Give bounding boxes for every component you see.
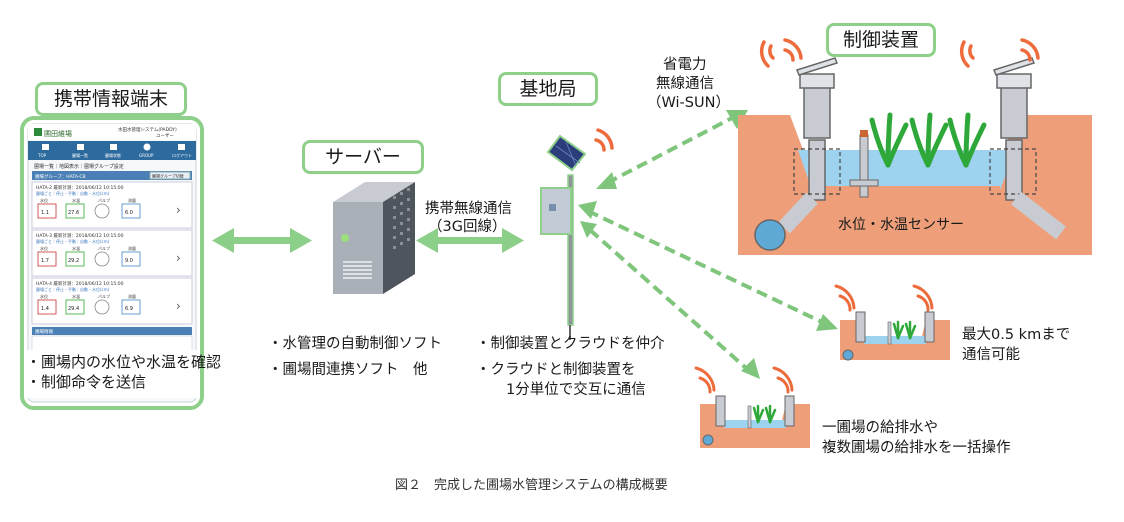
phone-header-sub: ユーザー (156, 133, 174, 139)
svg-text:1.7: 1.7 (41, 258, 49, 264)
svg-text:29.4: 29.4 (68, 306, 79, 312)
logout-icon (178, 144, 185, 150)
svg-text:9.0: 9.0 (125, 258, 133, 264)
station-note-1: ・制御装置とクラウドを仲介 (476, 336, 665, 352)
svg-text:バルブ: バルブ (98, 245, 110, 251)
svg-text:29.2: 29.2 (68, 258, 79, 264)
range-note-2: 通信可能 (962, 347, 1020, 363)
signal-icon (759, 38, 803, 68)
list-icon (77, 144, 84, 150)
status-icon (110, 144, 117, 150)
svg-text:1.4: 1.4 (41, 306, 49, 312)
paddy-controller-scene (738, 38, 1092, 255)
station-note-3: 1分単位で交互に通信 (506, 382, 646, 398)
svg-text:流量: 流量 (128, 293, 136, 299)
phone-breadcrumb: 圃場一覧｜地図表示｜圃場グループ設定 (34, 163, 124, 170)
wisun-label-line2: 無線通信 (656, 76, 714, 92)
phone-server-arrow (212, 228, 312, 253)
phone-card-1: HATA-2 最新計測：2018/06/12 10:15:00 圃場ごと｜停止・… (31, 181, 193, 229)
mobile-note-2: ・制御命令を送信 (26, 373, 147, 391)
range-note-1: 最大0.5 kmまで (962, 327, 1071, 343)
nav-item-group: GROUP (139, 153, 154, 158)
rice-plant (752, 404, 777, 424)
svg-text:6.0: 6.0 (125, 210, 133, 216)
phone-group-label: 圃場グループ：HATA-CB (35, 173, 86, 180)
server-base-arrow (416, 228, 524, 253)
smartphone: 圃田維場 水田水管理システム(PADDY) ユーザー TOP 圃場一覧 圃場状態… (20, 116, 204, 410)
server-label: サーバー (302, 140, 424, 174)
svg-text:水位: 水位 (40, 197, 48, 203)
wisun-links (587, 116, 825, 370)
phone-logo: 圃田維場 (44, 129, 72, 138)
nav-item-list: 圃場一覧 (72, 152, 88, 158)
sensor-label: 水位・水温センサー (838, 217, 964, 233)
base-station-label: 基地局 (498, 72, 598, 106)
3g-label-line1: 携帯無線通信 (425, 201, 512, 217)
svg-text:1.1: 1.1 (41, 210, 49, 216)
svg-text:圃場ごと｜停止・手動｜自動・水位(cm): 圃場ごと｜停止・手動｜自動・水位(cm) (36, 190, 110, 196)
signal-icon (694, 366, 794, 394)
svg-text:圃場ごと｜停止・手動｜自動・水位(cm): 圃場ごと｜停止・手動｜自動・水位(cm) (36, 238, 110, 244)
base-station-icon (540, 128, 614, 340)
svg-text:HATA-3 最新計測：2018/06/12 10:15:0: HATA-3 最新計測：2018/06/12 10:15:00 (36, 232, 124, 239)
mobile-terminal-label: 携帯情報端末 (35, 82, 187, 116)
svg-text:水温: 水温 (72, 245, 80, 251)
wisun-label-line1: 省電力 (663, 57, 707, 73)
phone-group-button: 圃場グループ切替 (152, 173, 184, 179)
home-icon (42, 144, 49, 150)
signal-icon (959, 38, 1040, 68)
nav-item-status: 圃場状態 (105, 152, 121, 158)
signal-icon (834, 284, 934, 312)
batch-note-1: 一圃場の給排水や (822, 420, 938, 436)
paddy-small-batch (694, 366, 810, 448)
svg-text:HATA-2 最新計測：2018/06/12 10:15:0: HATA-2 最新計測：2018/06/12 10:15:00 (36, 184, 124, 191)
phone-footer-label: 圃場情報 (35, 328, 53, 335)
svg-text:バルブ: バルブ (98, 197, 110, 203)
phone-header-title: 水田水管理システム(PADDY) (118, 126, 177, 133)
station-note-2: ・クラウドと制御装置を (476, 362, 636, 378)
svg-text:6.9: 6.9 (125, 306, 133, 312)
controller-label: 制御装置 (826, 23, 936, 57)
svg-text:流量: 流量 (128, 245, 136, 251)
svg-text:圃場ごと｜停止・手動｜自動・水位(cm): 圃場ごと｜停止・手動｜自動・水位(cm) (36, 286, 110, 292)
rice-plant (869, 112, 987, 168)
svg-text:HATA-4 最新計測：2018/06/12 10:15:0: HATA-4 最新計測：2018/06/12 10:15:00 (36, 280, 124, 287)
svg-text:27.6: 27.6 (68, 210, 79, 216)
svg-text:流量: 流量 (128, 197, 136, 203)
chevron-right-icon: › (176, 203, 181, 217)
svg-text:水温: 水温 (72, 293, 80, 299)
svg-text:水位: 水位 (40, 245, 48, 251)
wisun-label-line3: （Wi-SUN） (647, 95, 730, 111)
rice-plant (892, 320, 917, 340)
svg-text:水温: 水温 (72, 197, 80, 203)
svg-text:バルブ: バルブ (98, 293, 110, 299)
phone-card-3: HATA-4 最新計測：2018/06/12 10:15:00 圃場ごと｜停止・… (31, 277, 193, 325)
signal-icon (594, 128, 614, 152)
server-note-2: ・圃場間連携ソフト 他 (268, 362, 428, 378)
phone-card-2: HATA-3 最新計測：2018/06/12 10:15:00 圃場ごと｜停止・… (31, 229, 193, 277)
figure-caption: 図２ 完成した圃場水管理システムの構成概要 (395, 478, 668, 493)
server-icon (333, 182, 415, 294)
3g-label-line2: （3G回線） (428, 219, 507, 235)
server-note-1: ・水管理の自動制御ソフト (268, 336, 442, 352)
batch-note-2: 複数圃場の給排水を一括操作 (822, 440, 1011, 456)
chevron-right-icon: › (176, 299, 181, 313)
logo-icon (34, 128, 42, 136)
nav-item-top: TOP (37, 153, 47, 158)
mobile-note-1: ・圃場内の水位や水温を確認 (26, 353, 222, 371)
gear-icon (143, 143, 151, 151)
paddy-small-range (834, 284, 950, 361)
chevron-right-icon: › (176, 251, 181, 265)
nav-item-logout: ログアウト (172, 152, 192, 158)
svg-text:水位: 水位 (40, 293, 48, 299)
